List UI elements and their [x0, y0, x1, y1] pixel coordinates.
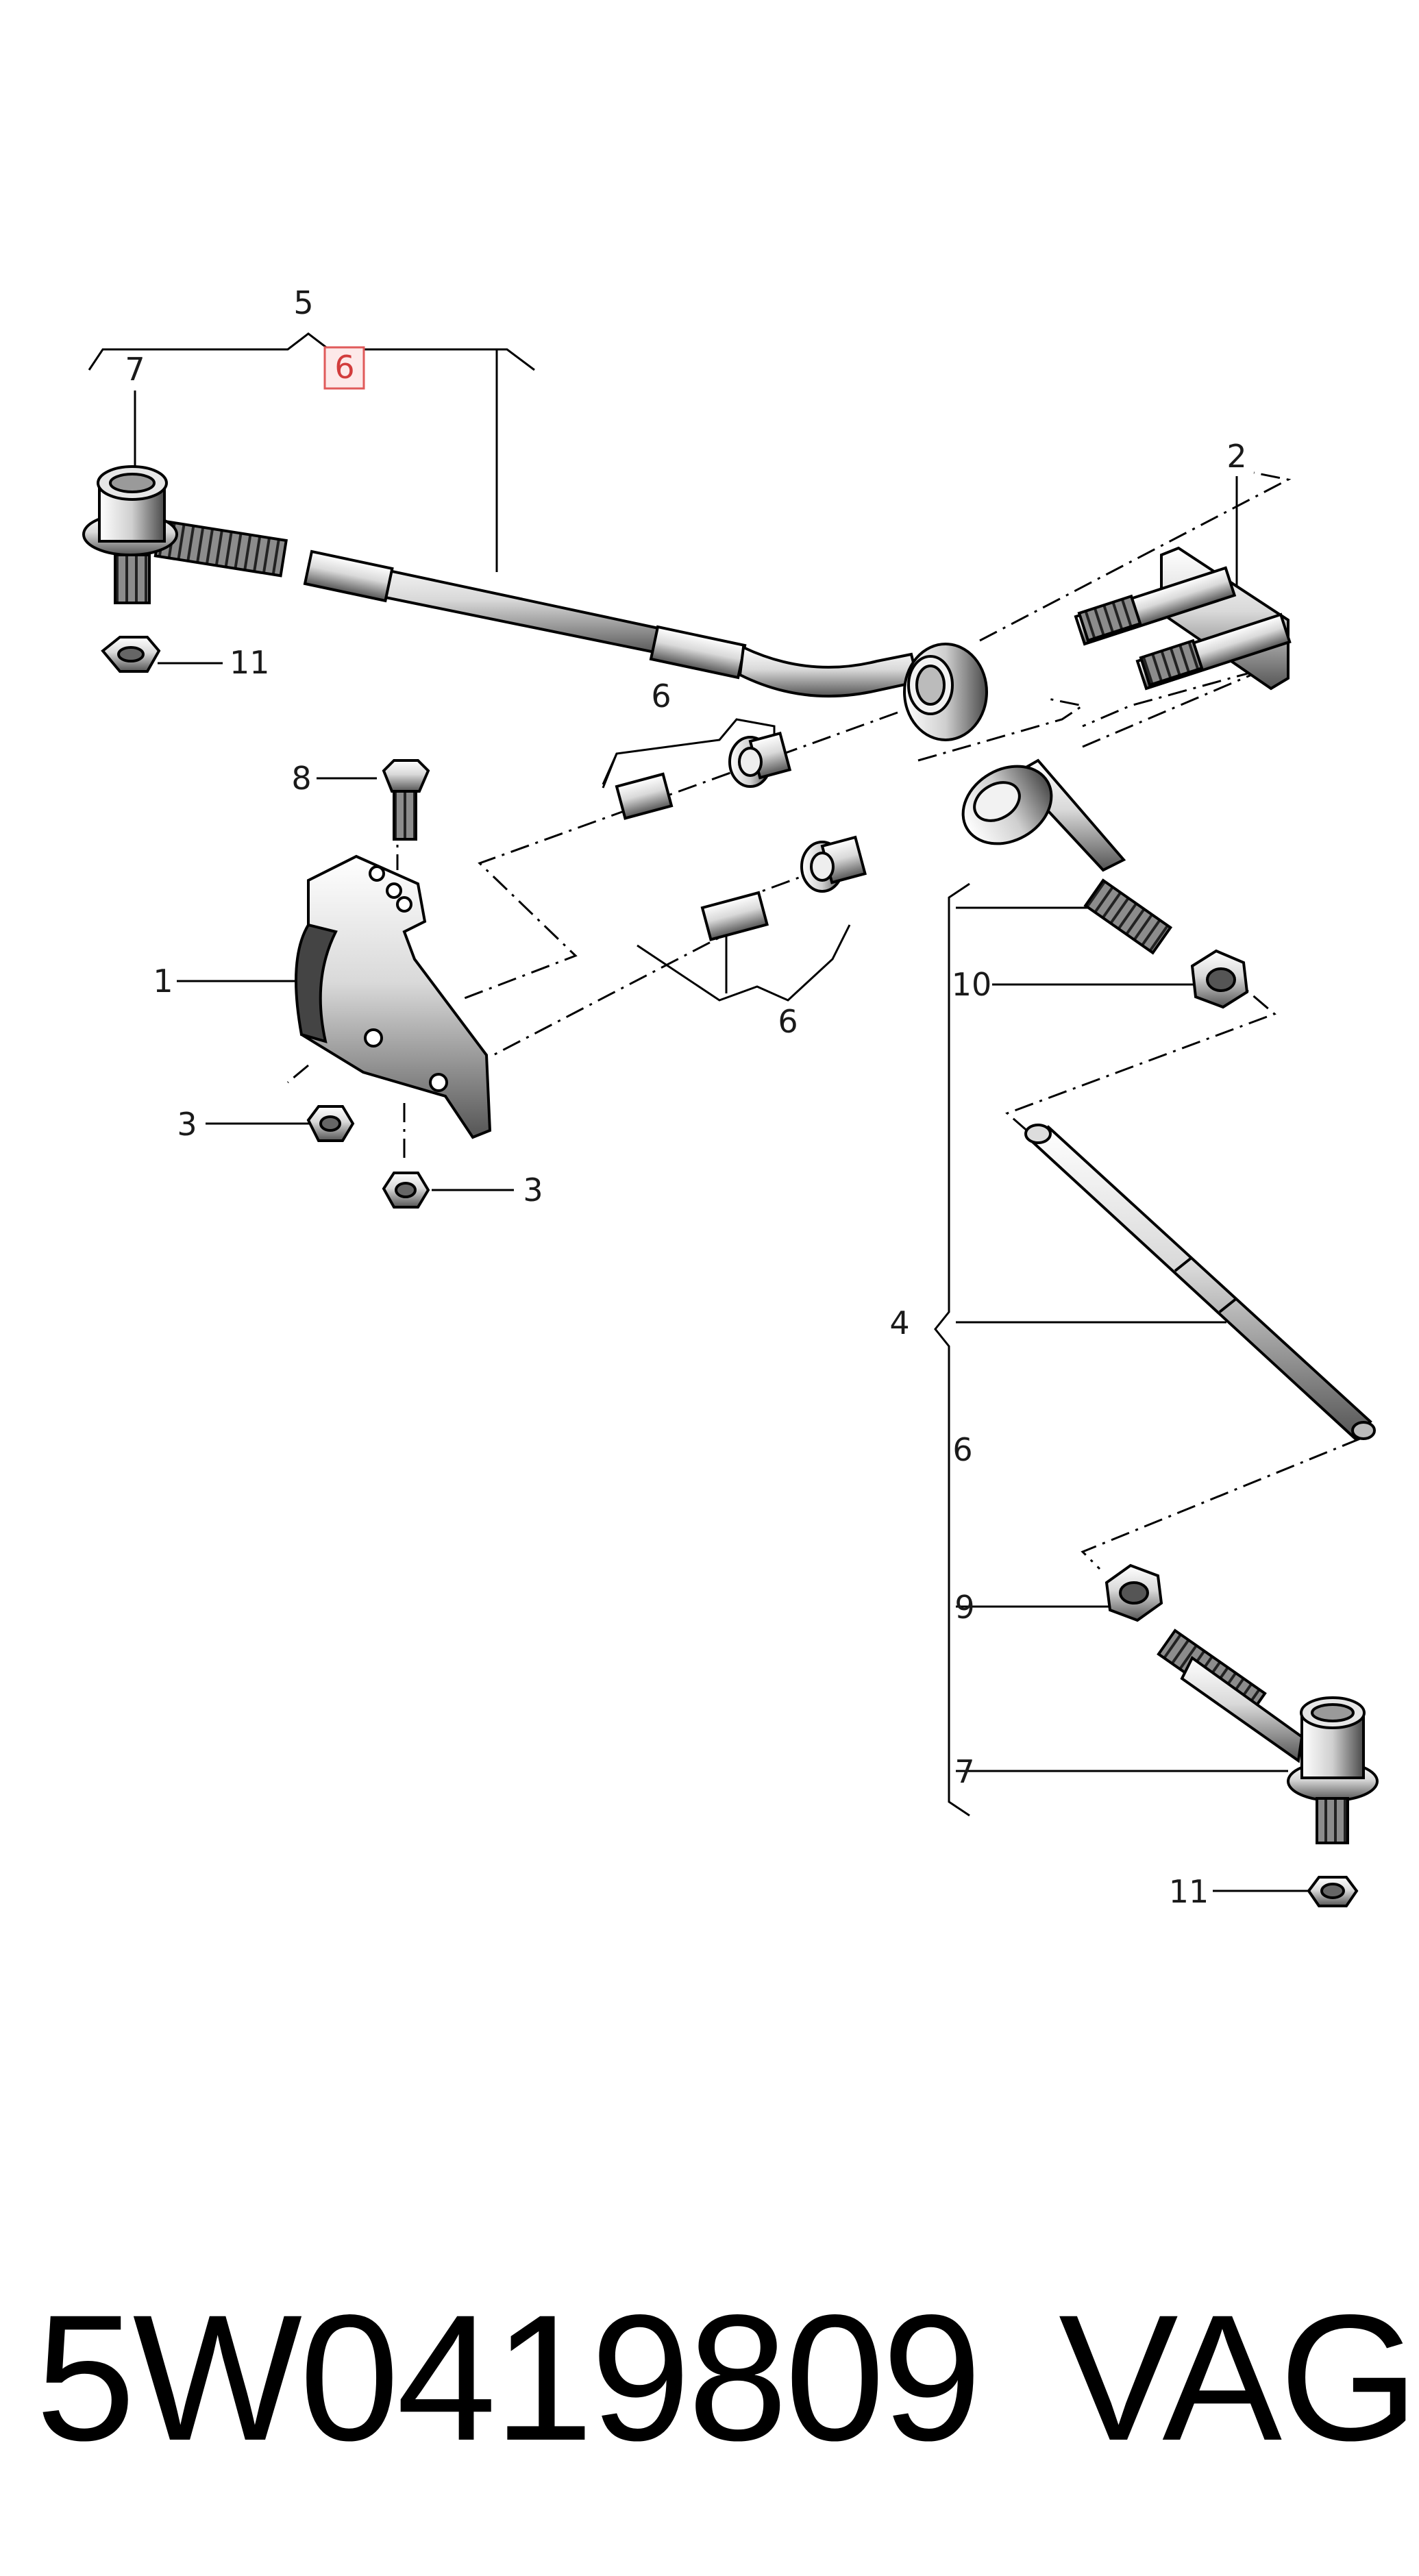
long-rod [1024, 1124, 1376, 1441]
callout-2: 2 [1226, 438, 1246, 475]
callout-4: 4 [889, 1304, 909, 1341]
mounting-plate-studs [1074, 546, 1292, 691]
brand-name: VAG [1059, 2277, 1419, 2478]
lower-link-eye [961, 758, 1249, 1009]
tie-rod-long [303, 549, 988, 741]
ball-joint-top [82, 465, 288, 673]
callout-6-top: 6 [651, 678, 671, 715]
callout-11-bottom: 11 [1169, 1873, 1209, 1910]
callout-9: 9 [954, 1589, 974, 1626]
highlight-box [323, 346, 365, 390]
bushings-upper [615, 731, 792, 820]
callout-6-highlight: 6 [334, 349, 354, 386]
bushings-lower [700, 835, 867, 941]
upper-tie-rod-assembly [82, 465, 988, 820]
callout-11-top: 11 [230, 644, 270, 681]
part-number: 5W0419809 [36, 2277, 982, 2478]
callout-10: 10 [952, 966, 992, 1003]
callout-3-left: 3 [177, 1106, 197, 1143]
leader-lines [88, 332, 1309, 1892]
callout-7-top: 7 [125, 351, 145, 388]
callout-8: 8 [291, 760, 311, 797]
callout-6-mid: 6 [778, 1003, 798, 1040]
bracket-assembly [295, 759, 492, 1209]
callout-3-right: 3 [523, 1172, 543, 1209]
ball-joint-bottom [1105, 1563, 1379, 1907]
callout-6-right: 6 [952, 1431, 972, 1468]
callout-1: 1 [153, 963, 173, 1000]
callout-labels: 5 6 7 11 2 6 8 1 6 10 3 3 4 6 9 7 11 [125, 284, 1246, 1910]
callout-7-bottom: 7 [954, 1753, 974, 1790]
callout-5: 5 [293, 284, 313, 321]
